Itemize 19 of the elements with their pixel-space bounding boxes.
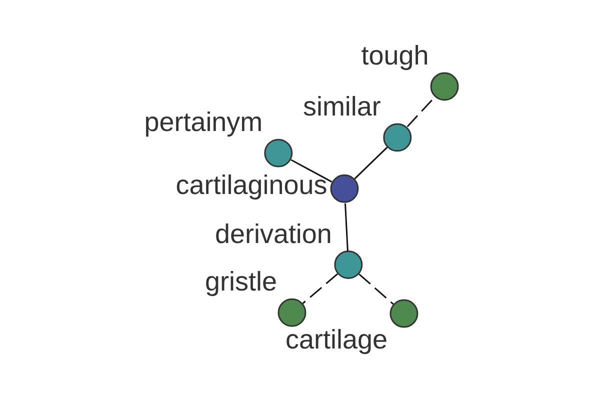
connector	[344, 203, 348, 252]
node-circle	[383, 123, 412, 152]
node-label: tough	[361, 40, 429, 71]
node-circle	[430, 72, 459, 101]
node-circle	[264, 138, 293, 168]
node-label: cartilage	[286, 324, 388, 355]
node-label: similar	[302, 92, 381, 122]
connector	[358, 274, 394, 305]
connector	[290, 159, 332, 182]
node-circle	[390, 299, 418, 328]
node-label: gristle	[205, 266, 278, 297]
connector	[302, 273, 338, 304]
node-circle	[330, 174, 359, 203]
node-label: pertainym	[144, 107, 263, 138]
node-circle	[334, 250, 363, 279]
node-circle	[278, 298, 306, 327]
node-label: cartilaginous	[176, 170, 328, 200]
node-label: derivation	[215, 218, 332, 249]
connector	[354, 146, 388, 180]
